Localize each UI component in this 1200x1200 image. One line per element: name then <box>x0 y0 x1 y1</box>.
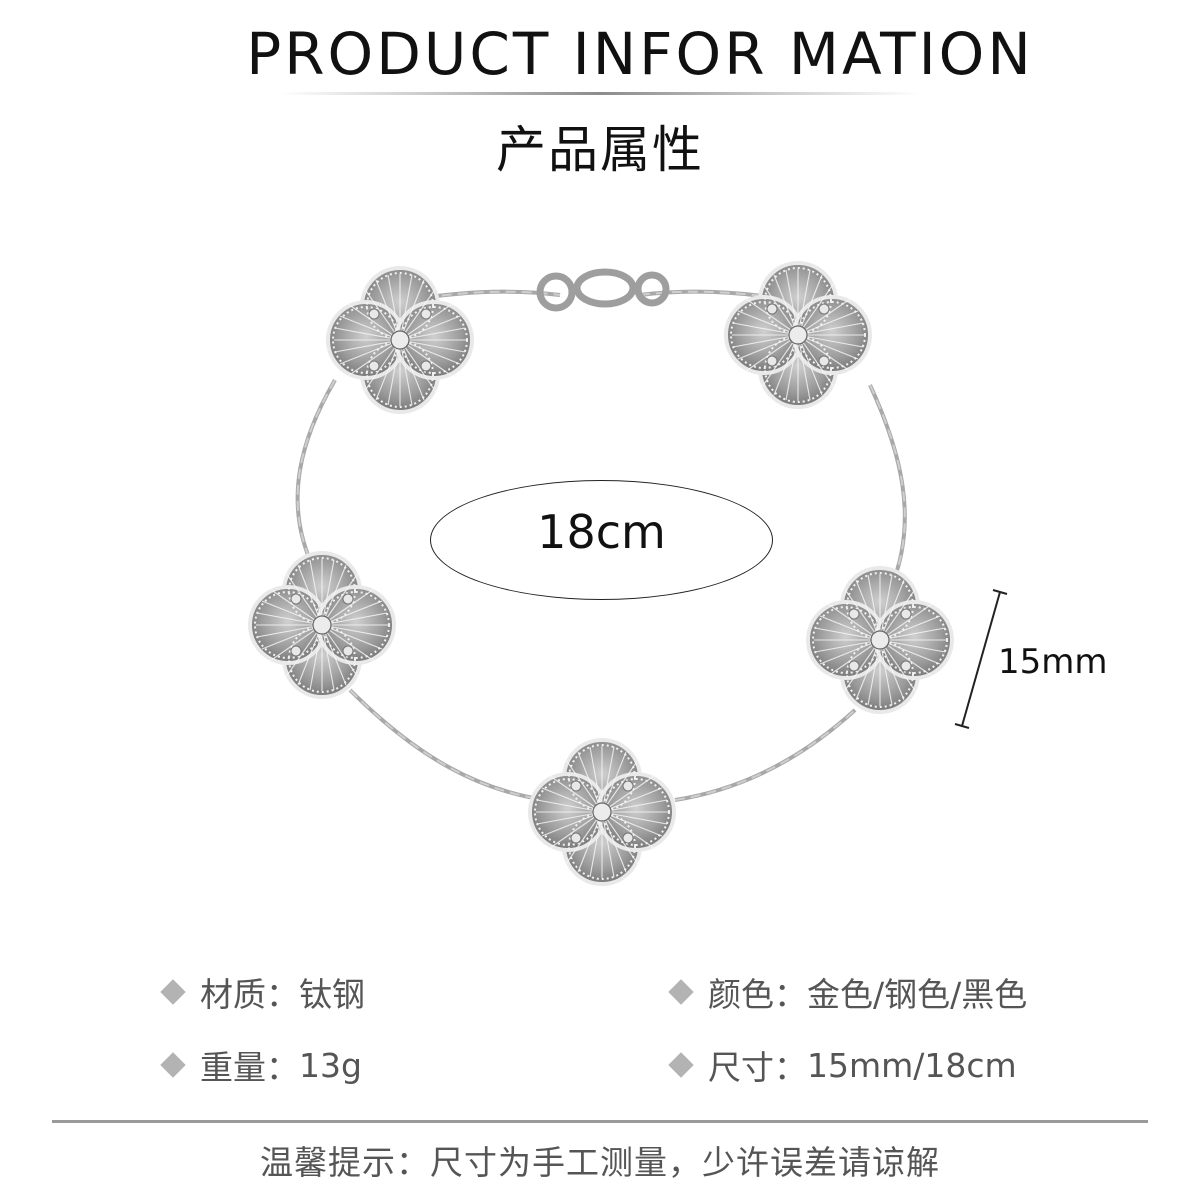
diamond-bullet-icon <box>160 1052 186 1078</box>
motif-size-label: 15mm <box>998 642 1108 682</box>
spec-weight: 重量： 13g <box>160 1041 362 1089</box>
footer-note: 温馨提示：尺寸为手工测量，少许误差请谅解 <box>260 1143 940 1182</box>
spec-color-value: 金色/钢色/黑色 <box>807 975 1028 1014</box>
bracelet-length-label: 18cm <box>537 505 666 559</box>
spec-material-label: 材质： <box>200 975 299 1014</box>
spec-material-value: 钛钢 <box>299 975 365 1014</box>
diamond-bullet-icon <box>668 1052 694 1078</box>
length-callout-ellipse <box>430 480 773 600</box>
diamond-bullet-icon <box>668 979 694 1005</box>
diamond-bullet-icon <box>160 979 186 1005</box>
spec-size-label: 尺寸： <box>708 1048 807 1087</box>
spec-material: 材质： 钛钢 <box>160 968 365 1016</box>
spec-weight-label: 重量： <box>200 1048 299 1087</box>
spec-size: 尺寸： 15mm/18cm <box>668 1041 1017 1089</box>
page-title-zh: 产品属性 <box>496 121 704 179</box>
spec-color: 颜色： 金色/钢色/黑色 <box>668 968 1027 1016</box>
title-divider <box>280 92 920 95</box>
footer-divider <box>52 1120 1148 1123</box>
spec-size-value: 15mm/18cm <box>807 1045 1017 1085</box>
spec-color-label: 颜色： <box>708 975 807 1014</box>
spec-weight-value: 13g <box>299 1045 362 1085</box>
page-title-en: PRODUCT INFOR MATION <box>246 20 1034 88</box>
